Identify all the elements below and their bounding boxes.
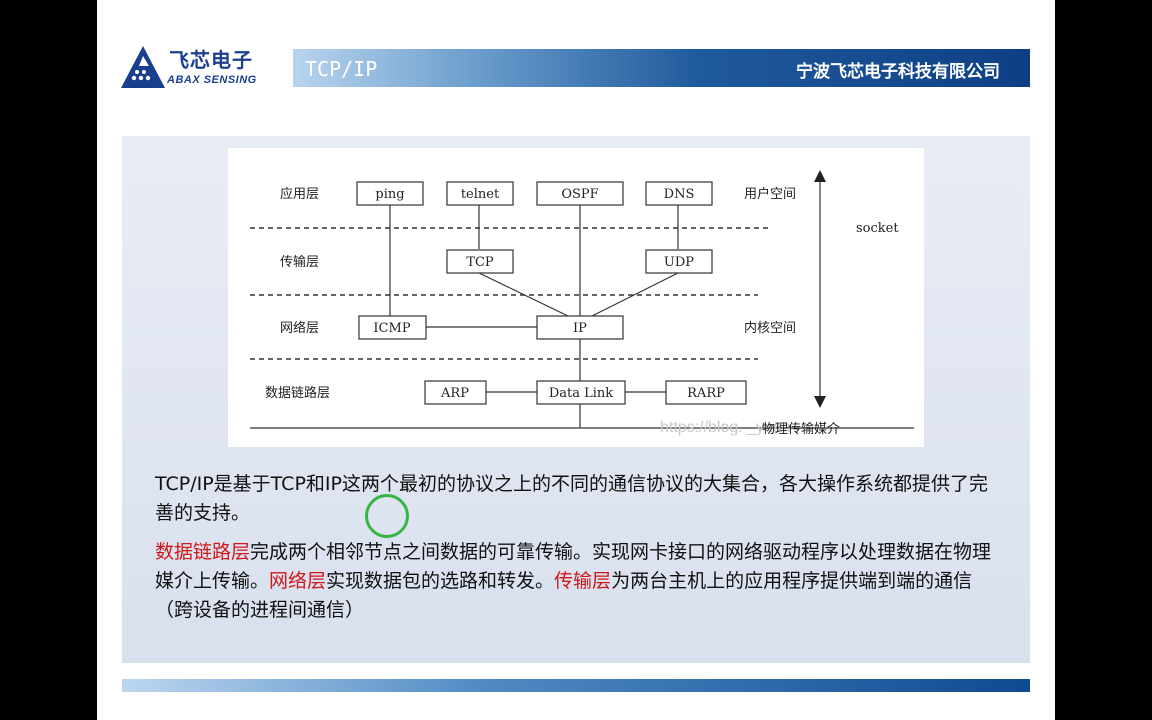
socket-label: socket [856,221,899,236]
footer-bar [122,679,1030,692]
ip-box [536,315,624,340]
dns-box [645,181,713,206]
logo-subtitle: ABAX SENSING [167,74,257,86]
arp-label: ARP [440,386,469,401]
transport-layer-term: 传输层 [554,570,612,592]
watermark-text: https://blog. _yuan [660,419,791,436]
icmp-label: ICMP [373,321,410,336]
link-layer-desc: 完成两个相邻节点之间数据的可靠传输。实现网卡接口的网络驱动程序以处理数据在物理媒… [155,541,992,592]
logo-brand-text: 飞芯电子 [169,48,253,72]
intro-paragraph: TCP/IP是基于TCP和IP这两个最初的协议之上的不同的通信协议的大集合，各大… [155,470,1005,528]
link-layer-term: 数据链路层 [155,541,251,563]
telnet-box [446,181,514,206]
datalink-label: Data Link [549,386,613,401]
network-layer-desc: 实现数据包的选路和转发。 [326,570,555,592]
dns-label: DNS [664,187,695,202]
intro-text: TCP/IP是基于TCP和IP这两个最初的协议之上的不同的通信协议的大集合，各大… [155,473,988,524]
content-panel: 应用层 传输层 网络层 数据链路层 ping telnet OSPF DNS T… [122,136,1030,663]
arrow-up-icon [814,170,826,182]
layer-link-label: 数据链路层 [265,385,330,401]
user-space-label: 用户空间 [744,186,796,202]
ospf-box [536,181,624,206]
layer-network-label: 网络层 [280,320,319,336]
tcp-label: TCP [466,255,494,270]
ping-label: ping [375,187,404,202]
telnet-label: telnet [461,187,500,202]
layer-app-label: 应用层 [280,186,319,202]
udp-label: UDP [664,255,694,270]
ip-label: IP [573,321,587,336]
layer-transport-label: 传输层 [280,254,319,270]
header-bar: TCP/IP 宁波飞芯电子科技有限公司 [293,49,1030,87]
slide: 飞芯电子 ABAX SENSING TCP/IP 宁波飞芯电子科技有限公司 [97,0,1055,720]
cursor-highlight-ring [365,494,409,538]
network-layer-term: 网络层 [269,570,327,592]
section-title: TCP/IP [305,57,378,81]
text-block: TCP/IP是基于TCP和IP这两个最初的协议之上的不同的通信协议的大集合，各大… [155,470,1005,625]
icmp-box [358,315,427,340]
logo-triangle-icon [121,46,165,88]
udp-box [645,249,713,274]
physical-media-label: 物理传输媒介 [762,421,840,437]
datalink-box [536,380,626,405]
tcp-box [446,249,514,274]
ospf-label: OSPF [561,187,598,202]
rarp-box [665,380,747,405]
arrow-down-icon [814,396,826,408]
transport-layer-desc: 为两台主机上的应用程序提供端到端的通信（跨设备的进程间通信） [155,570,973,621]
company-name: 宁波飞芯电子科技有限公司 [796,62,1000,82]
ping-box [356,181,424,206]
rarp-label: RARP [687,386,725,401]
tcpip-layer-diagram: 应用层 传输层 网络层 数据链路层 ping telnet OSPF DNS T… [228,148,924,447]
company-logo: 飞芯电子 ABAX SENSING [119,44,269,90]
arp-box [424,380,487,405]
kernel-space-label: 内核空间 [744,320,796,336]
layers-paragraph: 数据链路层完成两个相邻节点之间数据的可靠传输。实现网卡接口的网络驱动程序以处理数… [155,538,1005,625]
